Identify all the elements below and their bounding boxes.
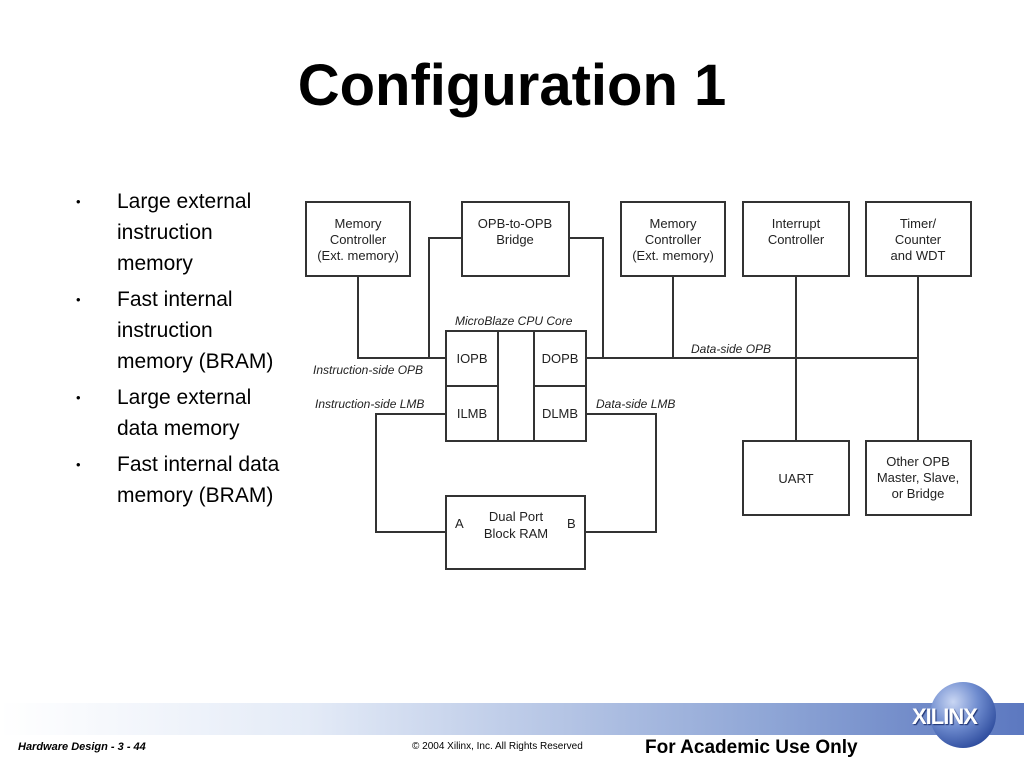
box-line: Memory (335, 216, 382, 231)
bullet-text: Large external data memory (117, 386, 252, 440)
box-line: or Bridge (892, 486, 945, 501)
bullet-dot-icon: • (76, 390, 81, 405)
box-line: Memory (650, 216, 697, 231)
bullet-list: • Large external instruction memory • Fast… (76, 186, 291, 516)
uart-box: UART (742, 440, 850, 516)
bullet-item: • Large external data memory (76, 382, 291, 444)
dopb-port-label: DOPB (542, 351, 579, 366)
opb-to-opb-bridge-box: OPB-to-OPB Bridge (461, 201, 570, 277)
bullet-dot-icon: • (76, 292, 81, 307)
dual-port-bram-box: Dual Port Block RAM A B (445, 495, 586, 570)
wire-instr-lmb (375, 413, 446, 533)
data-side-opb-label: Data-side OPB (691, 342, 771, 356)
box-line: (Ext. memory) (317, 248, 399, 263)
bullet-dot-icon: • (76, 457, 81, 472)
xilinx-globe-icon (930, 682, 996, 748)
box-line: and WDT (891, 248, 946, 263)
box-line: OPB-to-OPB (478, 216, 552, 231)
instruction-side-opb-label: Instruction-side OPB (313, 363, 423, 377)
box-line: Counter (895, 232, 942, 247)
footer-course-page: Hardware Design - 3 - 44 (18, 741, 146, 753)
wire-data-lmb (585, 413, 657, 533)
box-line: Interrupt (772, 216, 821, 231)
wire-instr-opb (357, 276, 446, 359)
microblaze-cpu-core: MicroBlaze CPU Core IOPB DOPB ILMB DLMB (445, 314, 587, 442)
bullet-item: • Fast internal data memory (BRAM) (76, 449, 291, 511)
slide-title: Configuration 1 (297, 53, 727, 118)
interrupt-controller-box: Interrupt Controller (742, 201, 850, 277)
bullet-dot-icon: • (76, 194, 81, 209)
bus-wires (357, 237, 919, 533)
box-line: Dual Port (489, 509, 544, 524)
memory-controller-instr-box: Memory Controller (Ext. memory) (305, 201, 411, 277)
cpu-core-label: MicroBlaze CPU Core (455, 314, 573, 328)
bram-port-b-label: B (567, 516, 576, 531)
other-opb-box: Other OPB Master, Slave, or Bridge (865, 440, 972, 516)
box-line: Bridge (496, 232, 534, 247)
ilmb-port-label: ILMB (457, 406, 487, 421)
xilinx-logo: XILINX (912, 682, 1008, 752)
footer-band (0, 703, 1024, 735)
bram-port-a-label: A (455, 516, 464, 531)
xilinx-logo-text: XILINX (912, 704, 978, 729)
box-line: Controller (768, 232, 825, 247)
wire-bridge-left (428, 237, 462, 358)
box-line: Controller (330, 232, 387, 247)
system-block-diagram: Memory Controller (Ext. memory) OPB-to-O… (305, 201, 972, 570)
box-line: Other OPB (886, 454, 950, 469)
box-line: UART (778, 471, 813, 486)
bullet-text: Fast internal instruction memory (BRAM) (117, 288, 274, 373)
bullet-text: Large external instruction memory (117, 190, 252, 275)
footer-academic-notice: For Academic Use Only (645, 737, 858, 758)
bullet-text: Fast internal data memory (BRAM) (117, 453, 280, 507)
timer-counter-box: Timer/ Counter and WDT (865, 201, 972, 277)
box-line: Timer/ (900, 216, 937, 231)
box-line: Master, Slave, (877, 470, 959, 485)
instruction-side-lmb-label: Instruction-side LMB (315, 397, 424, 411)
footer-copyright: © 2004 Xilinx, Inc. All Rights Reserved (412, 741, 583, 752)
box-line: Controller (645, 232, 702, 247)
bullet-item: • Large external instruction memory (76, 186, 291, 279)
iopb-port-label: IOPB (456, 351, 487, 366)
bullet-item: • Fast internal instruction memory (BRAM) (76, 284, 291, 377)
dlmb-port-label: DLMB (542, 406, 578, 421)
memory-controller-data-box: Memory Controller (Ext. memory) (620, 201, 726, 277)
box-line: (Ext. memory) (632, 248, 714, 263)
data-side-lmb-label: Data-side LMB (596, 397, 675, 411)
wire-bridge-right (569, 237, 604, 358)
box-line: Block RAM (484, 526, 548, 541)
